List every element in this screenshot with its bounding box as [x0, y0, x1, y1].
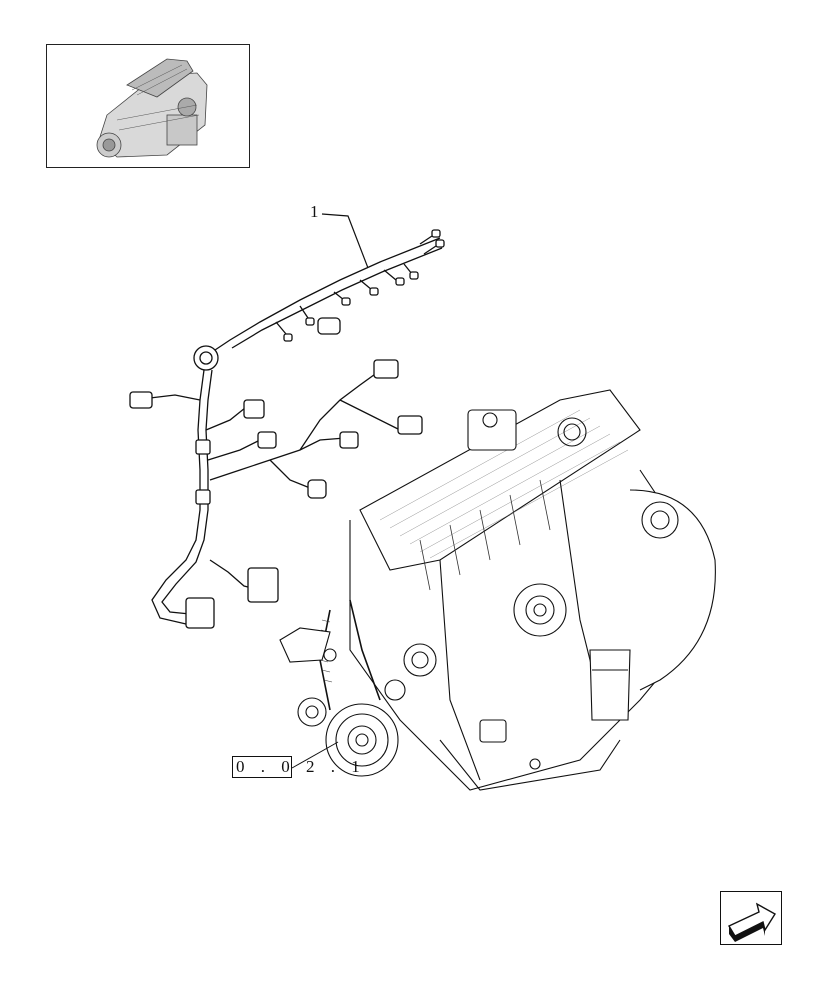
callout-item-1[interactable]: 1: [310, 202, 319, 221]
reference-code-box: [232, 756, 292, 778]
next-page-arrow-icon: [728, 902, 776, 942]
leader-line-item-1: [321, 213, 369, 269]
engine-thumbnail[interactable]: [46, 44, 250, 168]
leader-line-reference: [291, 741, 339, 769]
wiring-harness[interactable]: [129, 229, 445, 629]
engine-thumbnail-icon: [96, 58, 208, 158]
engine-assembly[interactable]: [279, 389, 716, 791]
next-page-button[interactable]: [720, 891, 782, 945]
reference-code[interactable]: 0 . 0 2 . 1: [236, 757, 366, 776]
